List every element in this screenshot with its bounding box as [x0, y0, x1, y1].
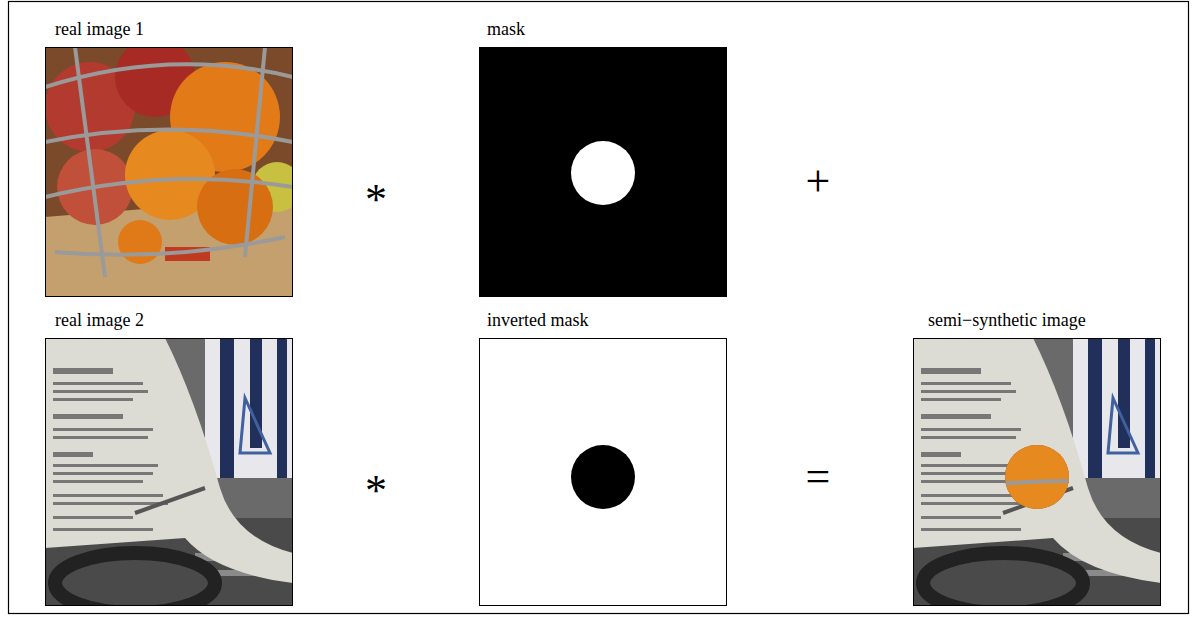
image-frame: [45, 47, 293, 297]
image-panel: real image 2: [45, 300, 293, 606]
image-frame: [913, 338, 1161, 606]
inverted-mask-image: [479, 338, 727, 606]
image-panel: real image 1: [45, 9, 293, 297]
image-frame: [45, 338, 293, 606]
image-panel: inverted mask: [479, 300, 727, 606]
image-panel: mask: [479, 9, 727, 297]
photo-fruit-basket: [45, 47, 293, 297]
image-frame: [479, 47, 727, 297]
operator-symbol: *: [365, 178, 387, 222]
panel-heading: real image 1: [45, 9, 293, 40]
photo-newspaper: [45, 338, 293, 606]
outer-frame: [9, 2, 1189, 614]
panel-heading: real image 2: [45, 300, 293, 331]
image-panel: semi−synthetic image: [913, 300, 1161, 606]
operator-symbol: +: [806, 160, 831, 204]
image-frame: [479, 338, 727, 606]
mask-image: [479, 47, 727, 297]
operator-symbol: =: [806, 455, 831, 499]
composite-inset: [912, 339, 1169, 599]
panel-heading: inverted mask: [479, 300, 727, 331]
panel-heading: mask: [479, 9, 727, 40]
operator-symbol: *: [365, 469, 387, 513]
panel-heading: semi−synthetic image: [913, 300, 1161, 331]
